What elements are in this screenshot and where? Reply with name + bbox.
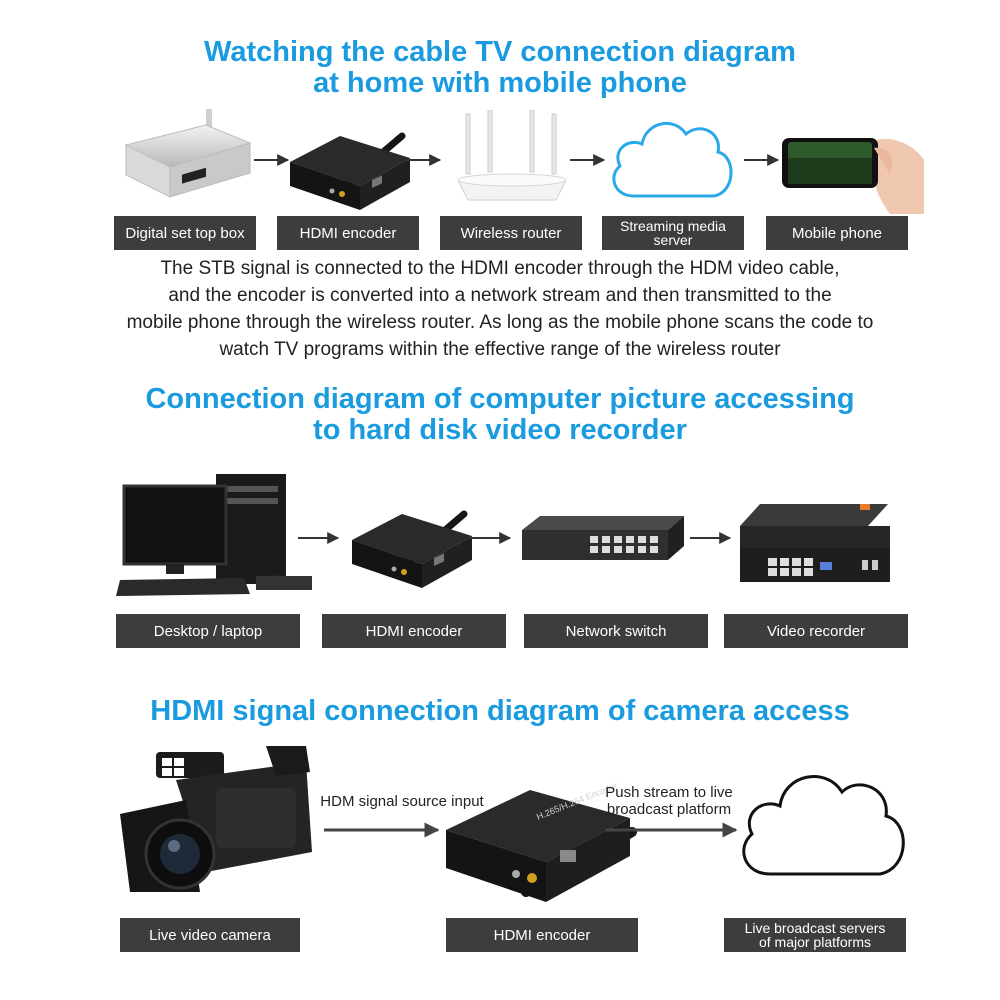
set-top-box-image bbox=[124, 109, 252, 198]
section3-title: HDMI signal connection diagram of camera… bbox=[0, 696, 1000, 727]
video-camera-image bbox=[120, 746, 312, 892]
label-video-recorder: Video recorder bbox=[724, 614, 908, 648]
caption-signal-source-input: HDM signal source input bbox=[302, 793, 502, 810]
section1-title-line1: Watching the cable TV connection diagram bbox=[204, 36, 796, 68]
label-text: HDMI encoder bbox=[299, 224, 397, 242]
description-line: and the encoder is converted into a netw… bbox=[168, 285, 832, 306]
label-live-broadcast-servers: Live broadcast servers of major platform… bbox=[724, 918, 906, 952]
description-line: watch TV programs within the effective r… bbox=[219, 339, 781, 360]
mobile-phone-image bbox=[782, 138, 924, 214]
label-mobile-phone: Mobile phone bbox=[766, 216, 908, 250]
hdmi-encoder-image-2 bbox=[344, 506, 484, 596]
label-text: Desktop / laptop bbox=[153, 622, 263, 640]
label-text: Video recorder bbox=[766, 622, 866, 640]
label-text: Live video camera bbox=[149, 926, 271, 944]
description-line: The STB signal is connected to the HDMI … bbox=[160, 258, 840, 279]
hdmi-encoder-image-3: H.265/H.264 Encoder bbox=[446, 780, 637, 902]
label-text-line1: Streaming media bbox=[620, 218, 726, 234]
label-text-line2: of major platforms bbox=[758, 934, 872, 950]
label-network-switch: Network switch bbox=[524, 614, 708, 648]
label-wireless-router: Wireless router bbox=[440, 216, 582, 250]
label-text: Mobile phone bbox=[791, 224, 883, 242]
label-desktop-laptop: Desktop / laptop bbox=[116, 614, 300, 648]
section2-title: Connection diagram of computer picture a… bbox=[0, 384, 1000, 446]
video-recorder-image bbox=[740, 504, 890, 582]
label-hdmi-encoder-1: HDMI encoder bbox=[277, 216, 419, 250]
section2-title-line1: Connection diagram of computer picture a… bbox=[145, 383, 855, 415]
caption-text-line2: broadcast platform bbox=[606, 801, 732, 818]
arrow-camera-to-encoder bbox=[324, 822, 440, 838]
label-text: Digital set top box bbox=[125, 224, 245, 242]
caption-text: HDM signal source input bbox=[320, 793, 484, 810]
caption-text-line1: Push stream to live bbox=[605, 784, 733, 801]
section1-description: The STB signal is connected to the HDMI … bbox=[20, 255, 980, 363]
label-digital-set-top-box: Digital set top box bbox=[114, 216, 256, 250]
section3-title-text: HDMI signal connection diagram of camera… bbox=[150, 695, 850, 727]
cloud-icon bbox=[612, 122, 733, 198]
wireless-router-image bbox=[457, 110, 567, 201]
hdmi-encoder-image bbox=[282, 128, 422, 218]
section2-title-line2: to hard disk video recorder bbox=[313, 414, 687, 446]
label-text: Wireless router bbox=[460, 224, 562, 242]
label-text: HDMI encoder bbox=[365, 622, 463, 640]
label-text-line1: Live broadcast servers bbox=[744, 920, 886, 936]
label-streaming-media-server: Streaming media server bbox=[602, 216, 744, 250]
label-hdmi-encoder-2: HDMI encoder bbox=[322, 614, 506, 648]
label-live-video-camera: Live video camera bbox=[120, 918, 300, 952]
arrow-server-to-phone bbox=[744, 154, 780, 166]
desktop-computer-image bbox=[116, 474, 312, 596]
description-line: mobile phone through the wireless router… bbox=[126, 312, 874, 333]
arrow-encoder-to-cloud bbox=[606, 822, 738, 838]
arrow-encoder-to-switch bbox=[470, 532, 512, 544]
label-text: HDMI encoder bbox=[493, 926, 591, 944]
cloud-outline-icon bbox=[742, 775, 905, 876]
label-hdmi-encoder-3: HDMI encoder bbox=[446, 918, 638, 952]
label-text: Network switch bbox=[565, 622, 667, 640]
arrow-stb-to-encoder bbox=[254, 154, 290, 166]
network-switch-image bbox=[522, 516, 684, 560]
section1-title-line2: at home with mobile phone bbox=[313, 67, 687, 99]
arrow-encoder-to-router bbox=[406, 154, 442, 166]
caption-push-stream: Push stream to live broadcast platform bbox=[592, 784, 746, 818]
section1-title: Watching the cable TV connection diagram… bbox=[0, 37, 1000, 99]
label-text-line2: server bbox=[653, 232, 693, 248]
arrow-desktop-to-encoder bbox=[298, 532, 340, 544]
arrow-switch-to-recorder bbox=[690, 532, 732, 544]
arrow-router-to-server bbox=[570, 154, 606, 166]
